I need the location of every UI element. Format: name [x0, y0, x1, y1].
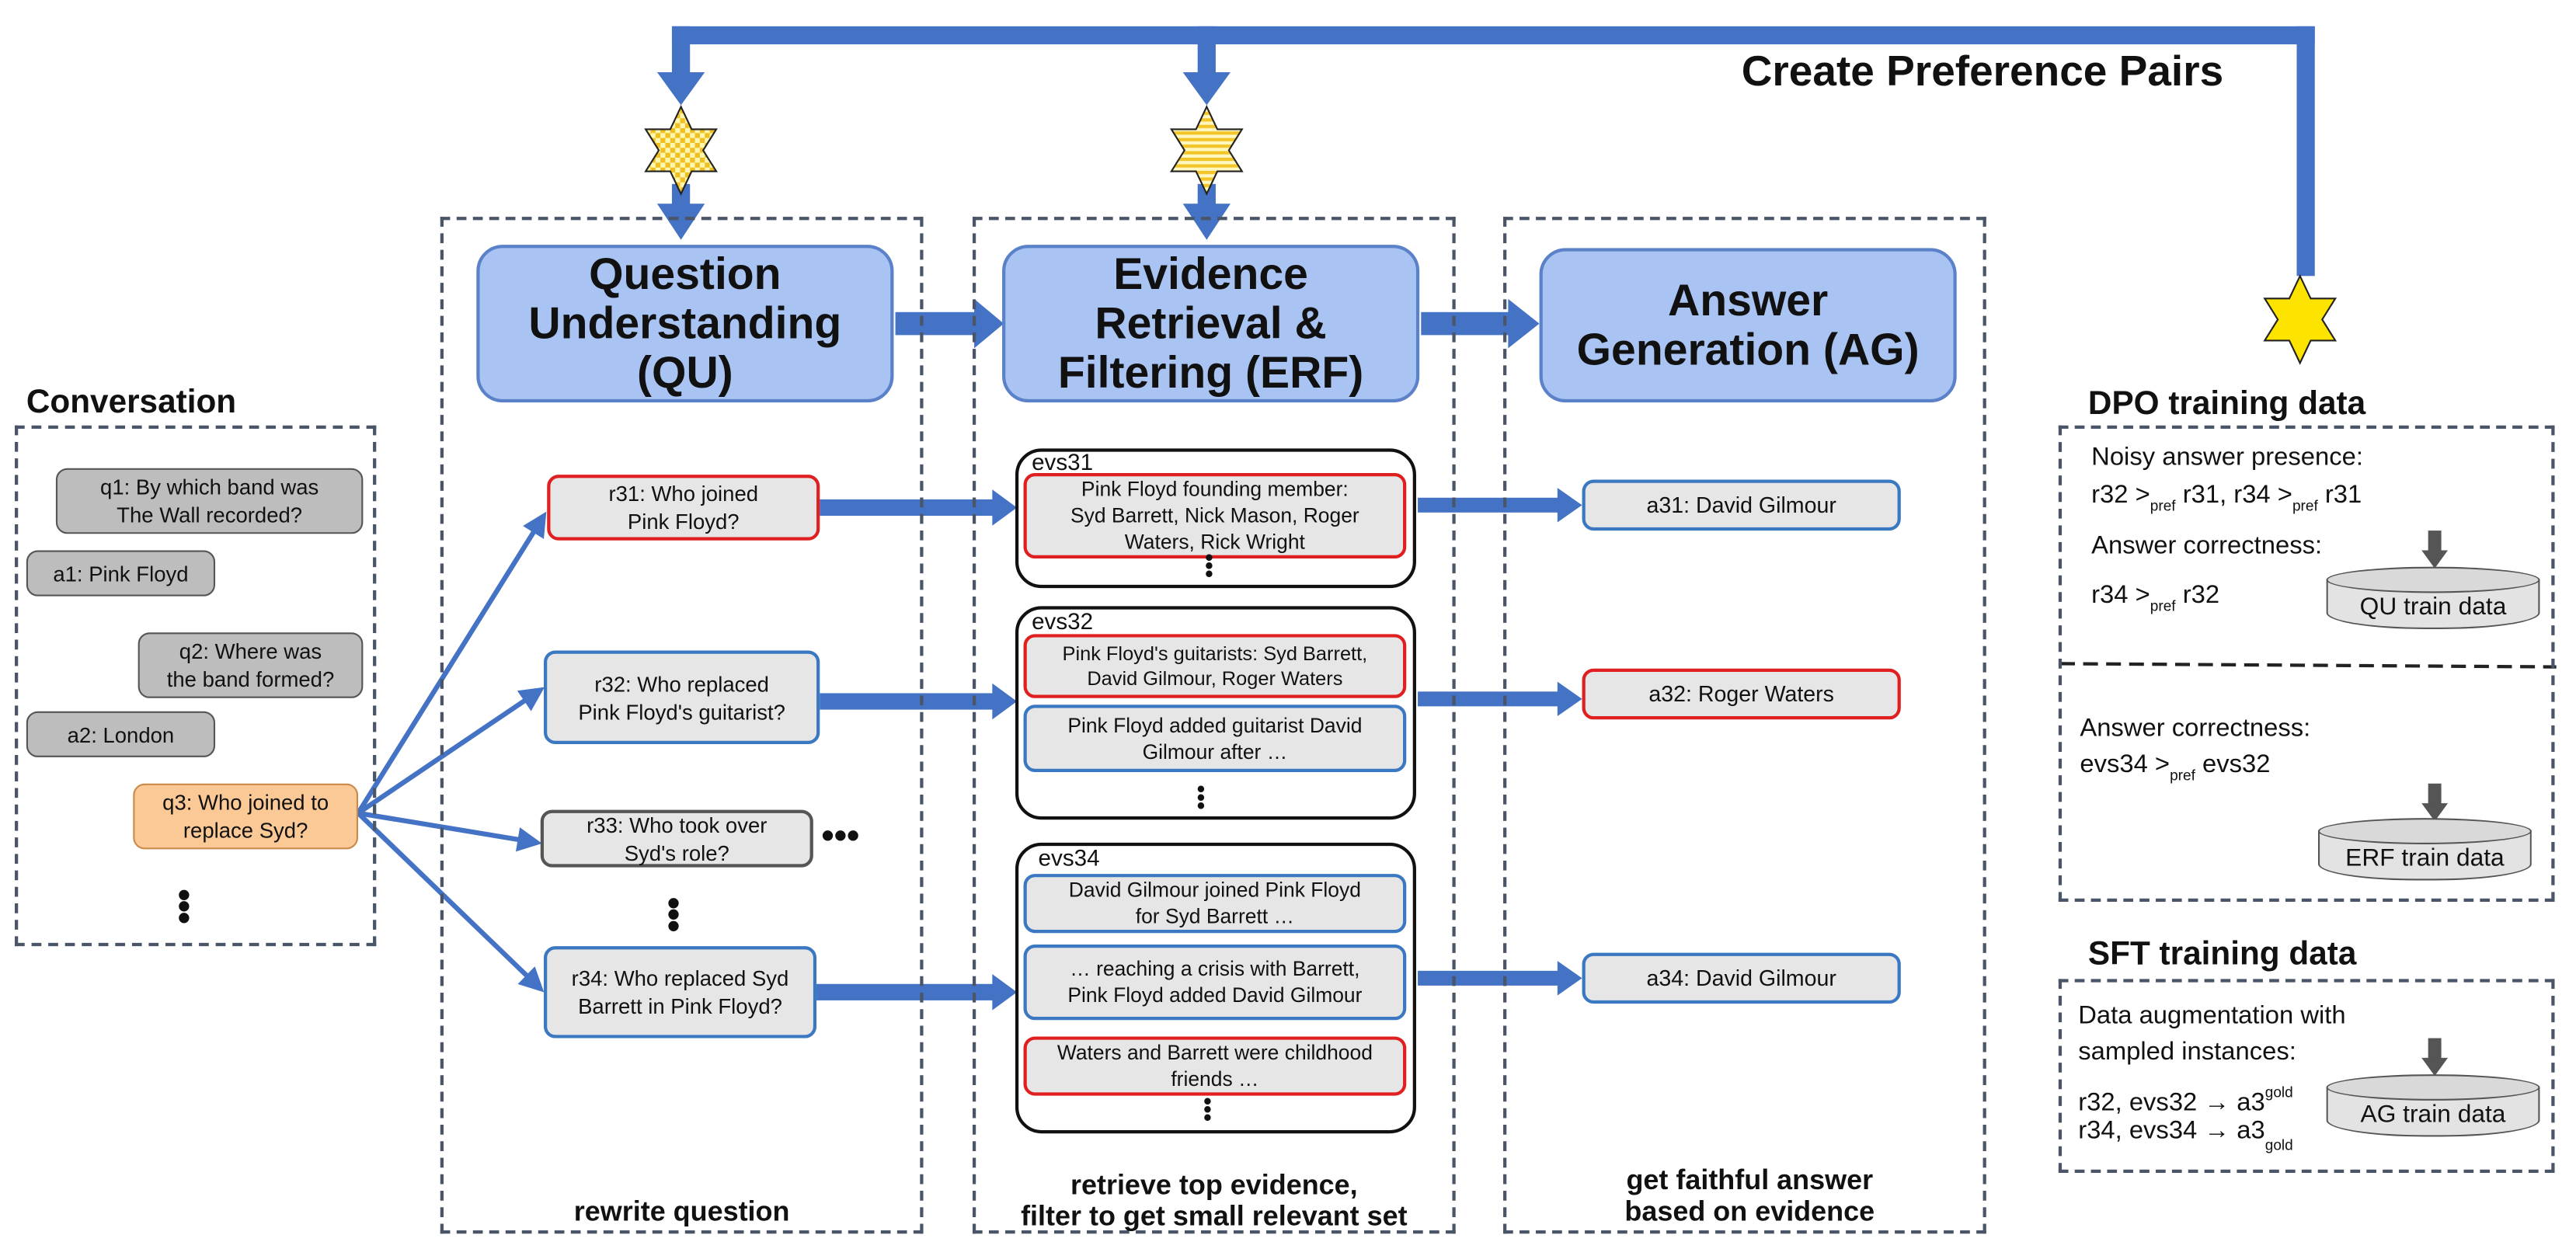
ag-caption: get faithful answer based on evidence — [1624, 1164, 1875, 1227]
conversation-q3: q3: Who joined to replace Syd? — [133, 783, 359, 850]
dpo-noisy-label: Noisy answer presence: — [2091, 443, 2363, 471]
dpo-divider — [2059, 662, 2557, 669]
erf-correctness-line: evs34 >pref evs32 — [2080, 750, 2271, 784]
dpo-noisy-line: r32 >pref r31, r34 >pref r31 — [2091, 481, 2362, 514]
evs34-label: evs34 — [1038, 844, 1100, 871]
ag-module: Answer Generation (AG) — [1539, 248, 1957, 403]
answer-a31: a31: David Gilmour — [1582, 479, 1901, 531]
qu-train-data-label: QU train data — [2359, 593, 2507, 621]
evs34-item-3: Waters and Barrett were childhood friend… — [1023, 1036, 1407, 1096]
dpo-panel — [2058, 425, 2555, 903]
evs34-item-1: David Gilmour joined Pink Floyd for Syd … — [1023, 874, 1407, 934]
evs34-item-2: … reaching a crisis with Barrett, Pink F… — [1023, 945, 1407, 1021]
fanout-arrows — [356, 511, 547, 993]
striped-star-icon — [1169, 104, 1244, 197]
rewrite-to-evidence-arrows — [816, 489, 1018, 1011]
rewrite-r32: r32: Who replaced Pink Floyd's guitarist… — [543, 650, 820, 745]
evs32-dots: • • • — [1196, 775, 1206, 819]
db-arrows — [2421, 531, 2449, 1077]
answer-a32: a32: Roger Waters — [1582, 668, 1901, 720]
sft-line-3: r32, evs32 → a3gold — [2078, 1084, 2293, 1118]
ag-train-data-label: AG train data — [2360, 1100, 2506, 1129]
ag-panel — [1503, 217, 1986, 1234]
sft-line-2: sampled instances: — [2078, 1038, 2296, 1066]
conversation-panel — [15, 425, 377, 947]
evs32-item-1: Pink Floyd's guitarists: Syd Barrett, Da… — [1023, 634, 1407, 698]
solid-star-icon — [2263, 273, 2338, 365]
sft-line-4: r34, evs34 → a3gold — [2078, 1117, 2293, 1153]
sft-panel — [2058, 979, 2555, 1173]
conversation-heading: Conversation — [26, 384, 237, 421]
erf-module: Evidence Retrieval & Filtering (ERF) — [1002, 245, 1420, 403]
conversation-q1: q1: By which band was The Wall recorded? — [55, 468, 364, 534]
rewrite-r33: r33: Who took over Syd's role? — [540, 809, 813, 868]
qu-train-data-db: QU train data — [2326, 566, 2540, 629]
dpo-correctness-line: r34 >pref r32 — [2091, 581, 2220, 614]
dpo-heading: DPO training data — [2087, 385, 2366, 423]
diagram-title: Create Preference Pairs — [1741, 46, 2224, 96]
dpo-correctness-label: Answer correctness: — [2091, 532, 2323, 561]
erf-panel — [972, 217, 1456, 1234]
conversation-q2: q2: Where was the band formed? — [138, 632, 364, 698]
conversation-more-dots: • • • — [177, 874, 190, 938]
qu-panel — [440, 217, 924, 1234]
erf-correctness-label: Answer correctness: — [2080, 714, 2311, 743]
sft-line-1: Data augmentation with — [2078, 1002, 2346, 1030]
evs34-dots: • • • — [1203, 1087, 1212, 1130]
erf-train-data-db: ERF train data — [2317, 818, 2532, 881]
rewrite-vertical-dots: • • • — [667, 882, 681, 947]
answer-a34: a34: David Gilmour — [1582, 952, 1901, 1004]
evs31-label: evs31 — [1032, 448, 1094, 475]
evs31-dots: • • • — [1205, 543, 1213, 586]
rewrite-more-dots: ••• — [821, 814, 860, 856]
checkered-star-icon — [644, 104, 718, 197]
conversation-a2: a2: London — [26, 711, 216, 757]
erf-train-data-label: ERF train data — [2345, 844, 2505, 872]
evs31-item-1: Pink Floyd founding member: Syd Barrett,… — [1023, 473, 1407, 559]
evs32-item-2: Pink Floyd added guitarist David Gilmour… — [1023, 705, 1407, 772]
ag-train-data-db: AG train data — [2326, 1074, 2540, 1137]
rewrite-r31: r31: Who joined Pink Floyd? — [547, 475, 820, 541]
preference-loop-arrow — [656, 26, 2315, 277]
qu-module: Question Understanding (QU) — [476, 245, 894, 403]
conversation-a1: a1: Pink Floyd — [26, 550, 216, 597]
qu-caption: rewrite question — [573, 1195, 790, 1227]
rewrite-r34: r34: Who replaced Syd Barrett in Pink Fl… — [543, 946, 817, 1039]
erf-caption: retrieve top evidence, filter to get sma… — [1021, 1169, 1408, 1233]
sft-heading: SFT training data — [2087, 936, 2357, 972]
evs32-label: evs32 — [1032, 607, 1094, 635]
module-arrows — [895, 298, 1540, 349]
